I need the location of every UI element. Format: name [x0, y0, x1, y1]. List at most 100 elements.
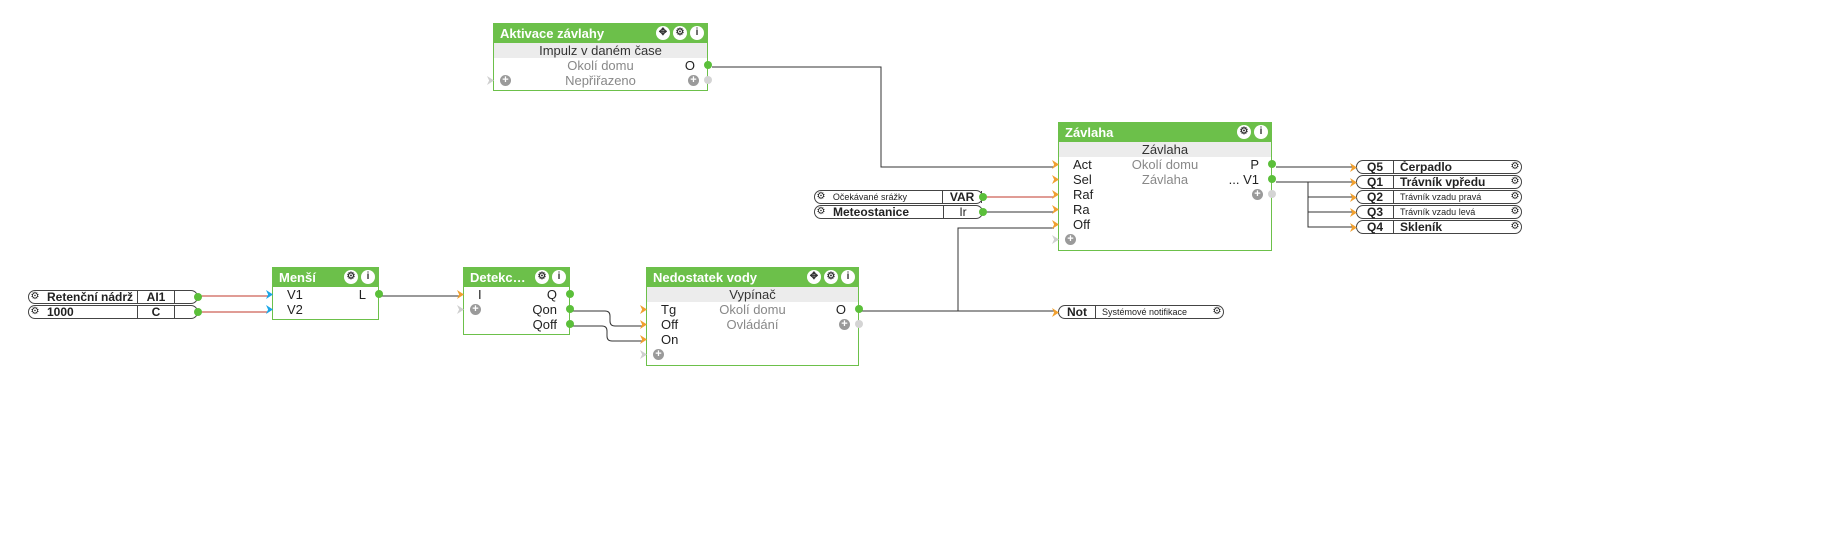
output-pin[interactable] — [194, 293, 202, 301]
add-output-icon[interactable]: + — [688, 75, 699, 86]
input-pin[interactable] — [1052, 308, 1059, 317]
block-header[interactable]: Detekc… ⚙ i — [464, 268, 569, 287]
ref-q3-travnik-vzadu-leva[interactable]: Q3 Trávník vzadu levá ⚙ — [1350, 205, 1522, 219]
add-input-icon[interactable]: + — [653, 349, 664, 360]
block-zavlaha[interactable]: Závlaha ⚙ i Závlaha Act Okolí domu P Sel… — [1052, 122, 1276, 251]
gear-icon[interactable]: ⚙ — [1510, 206, 1520, 217]
output-pin-unassigned[interactable] — [704, 76, 712, 84]
info-icon[interactable]: i — [690, 26, 704, 40]
add-input-icon[interactable]: + — [470, 304, 481, 315]
input-pin[interactable] — [1350, 193, 1357, 202]
input-pin-unassigned[interactable] — [1052, 235, 1059, 244]
gear-icon[interactable]: ⚙ — [824, 270, 838, 284]
input-pin-sel[interactable] — [1052, 175, 1059, 184]
gear-icon[interactable]: ⚙ — [535, 270, 549, 284]
output-pin-l[interactable] — [375, 290, 383, 298]
input-pin-off[interactable] — [1052, 220, 1059, 229]
gear-icon[interactable]: ⚙ — [673, 26, 687, 40]
add-output-icon[interactable]: + — [839, 319, 850, 330]
ref-name: 1000 — [47, 306, 74, 318]
input-pin-unassigned[interactable] — [487, 76, 494, 85]
output-pin-o[interactable] — [855, 305, 863, 313]
output-pin-unassigned[interactable] — [855, 320, 863, 328]
gear-icon[interactable]: ⚙ — [1510, 176, 1520, 187]
ref-id: C — [137, 306, 175, 318]
input-label-on: On — [661, 332, 679, 347]
input-pin-act[interactable] — [1052, 160, 1059, 169]
gear-icon[interactable]: ⚙ — [344, 270, 358, 284]
add-input-icon[interactable]: + — [500, 75, 511, 86]
output-pin-v1[interactable] — [1268, 175, 1276, 183]
ref-q2-travnik-vzadu-prava[interactable]: Q2 Trávník vzadu pravá ⚙ — [1350, 190, 1522, 204]
input-pin-unassigned[interactable] — [457, 305, 464, 314]
input-pin-v2[interactable] — [266, 305, 273, 314]
output-pin-qon[interactable] — [566, 305, 574, 313]
gear-icon[interactable]: ⚙ — [1510, 161, 1520, 172]
output-label-q: Q — [546, 287, 557, 302]
gear-icon[interactable]: ⚙ — [1237, 125, 1251, 139]
block-row: Ra — [1052, 202, 1271, 217]
move-icon[interactable]: ✥ — [656, 26, 670, 40]
ref-id: VAR — [942, 191, 982, 203]
output-pin[interactable] — [979, 193, 987, 201]
block-detekce[interactable]: Detekc… ⚙ i I Q + Qon Qoff — [457, 267, 574, 335]
ref-q1-travnik-vpredu[interactable]: Q1 Trávník vpředu ⚙ — [1350, 175, 1522, 189]
block-aktivace-zavlahy[interactable]: Aktivace závlahy ✥ ⚙ i Impulz v daném ča… — [487, 23, 712, 91]
gear-icon[interactable]: ⚙ — [30, 306, 40, 317]
output-pin-q[interactable] — [566, 290, 574, 298]
input-pin[interactable] — [1350, 163, 1357, 172]
ref-meteostanice[interactable]: ⚙ Meteostanice Ir — [814, 205, 987, 219]
block-header[interactable]: Nedostatek vody ✥ ⚙ i — [647, 268, 858, 287]
add-input-icon[interactable]: + — [1065, 234, 1076, 245]
ref-retencni-nadrz[interactable]: ⚙ Retenční nádrž AI1 — [28, 290, 202, 304]
move-icon[interactable]: ✥ — [807, 270, 821, 284]
ref-q4-sklenik[interactable]: Q4 Skleník ⚙ — [1350, 220, 1522, 234]
output-pin-o[interactable] — [704, 61, 712, 69]
output-pin-unassigned[interactable] — [1268, 190, 1276, 198]
ref-desc: Skleník — [1400, 221, 1443, 233]
output-pin-qoff[interactable] — [566, 320, 574, 328]
ref-q5-cerpadlo[interactable]: Q5 Čerpadlo ⚙ — [1350, 160, 1522, 174]
gear-icon[interactable]: ⚙ — [816, 206, 826, 217]
input-pin-ra[interactable] — [1052, 205, 1059, 214]
wire-v1-to-q2 — [1307, 182, 1352, 198]
input-pin-off[interactable] — [640, 320, 647, 329]
input-pin-unassigned[interactable] — [640, 350, 647, 359]
info-icon[interactable]: i — [841, 270, 855, 284]
info-icon[interactable]: i — [1254, 125, 1268, 139]
block-subtitle: Vypínač — [647, 287, 858, 302]
input-pin-i[interactable] — [457, 290, 464, 299]
info-icon[interactable]: i — [552, 270, 566, 284]
gear-icon[interactable]: ⚙ — [1510, 191, 1520, 202]
block-mensi[interactable]: Menší ⚙ i V1 L V2 — [266, 267, 383, 320]
block-nedostatek-vody[interactable]: Nedostatek vody ✥ ⚙ i Vypínač Tg Okolí d… — [640, 267, 863, 366]
input-pin-tg[interactable] — [640, 305, 647, 314]
gear-icon[interactable]: ⚙ — [30, 291, 40, 302]
output-pin[interactable] — [194, 308, 202, 316]
ref-name: Retenční nádrž — [47, 291, 134, 303]
output-pin-p[interactable] — [1268, 160, 1276, 168]
add-output-icon[interactable]: + — [1252, 189, 1263, 200]
gear-icon[interactable]: ⚙ — [1212, 306, 1222, 317]
input-pin-raf[interactable] — [1052, 190, 1059, 199]
input-pin[interactable] — [1350, 223, 1357, 232]
output-label-l: L — [358, 287, 366, 302]
input-pin[interactable] — [1350, 208, 1357, 217]
block-header[interactable]: Menší ⚙ i — [273, 268, 378, 287]
ref-konstanta-1000[interactable]: ⚙ 1000 C — [28, 305, 202, 319]
info-icon[interactable]: i — [361, 270, 375, 284]
input-pin[interactable] — [1350, 178, 1357, 187]
output-pin[interactable] — [979, 208, 987, 216]
input-pin-on[interactable] — [640, 335, 647, 344]
ref-not-notifikace[interactable]: Not Systémové notifikace ⚙ — [1052, 305, 1224, 319]
ref-id: Q2 — [1357, 191, 1394, 203]
block-subtitle: Impulz v daném čase — [494, 43, 707, 58]
block-header[interactable]: Závlaha ⚙ i — [1059, 123, 1271, 142]
input-pin-v1[interactable] — [266, 290, 273, 299]
gear-icon[interactable]: ⚙ — [816, 191, 826, 202]
block-header[interactable]: Aktivace závlahy ✥ ⚙ i — [494, 24, 707, 43]
input-label-i: I — [478, 287, 482, 302]
block-row: Qoff — [464, 317, 574, 332]
ref-ocekavane-srazky[interactable]: ⚙ Očekávané srážky VAR — [814, 190, 987, 204]
gear-icon[interactable]: ⚙ — [1510, 221, 1520, 232]
